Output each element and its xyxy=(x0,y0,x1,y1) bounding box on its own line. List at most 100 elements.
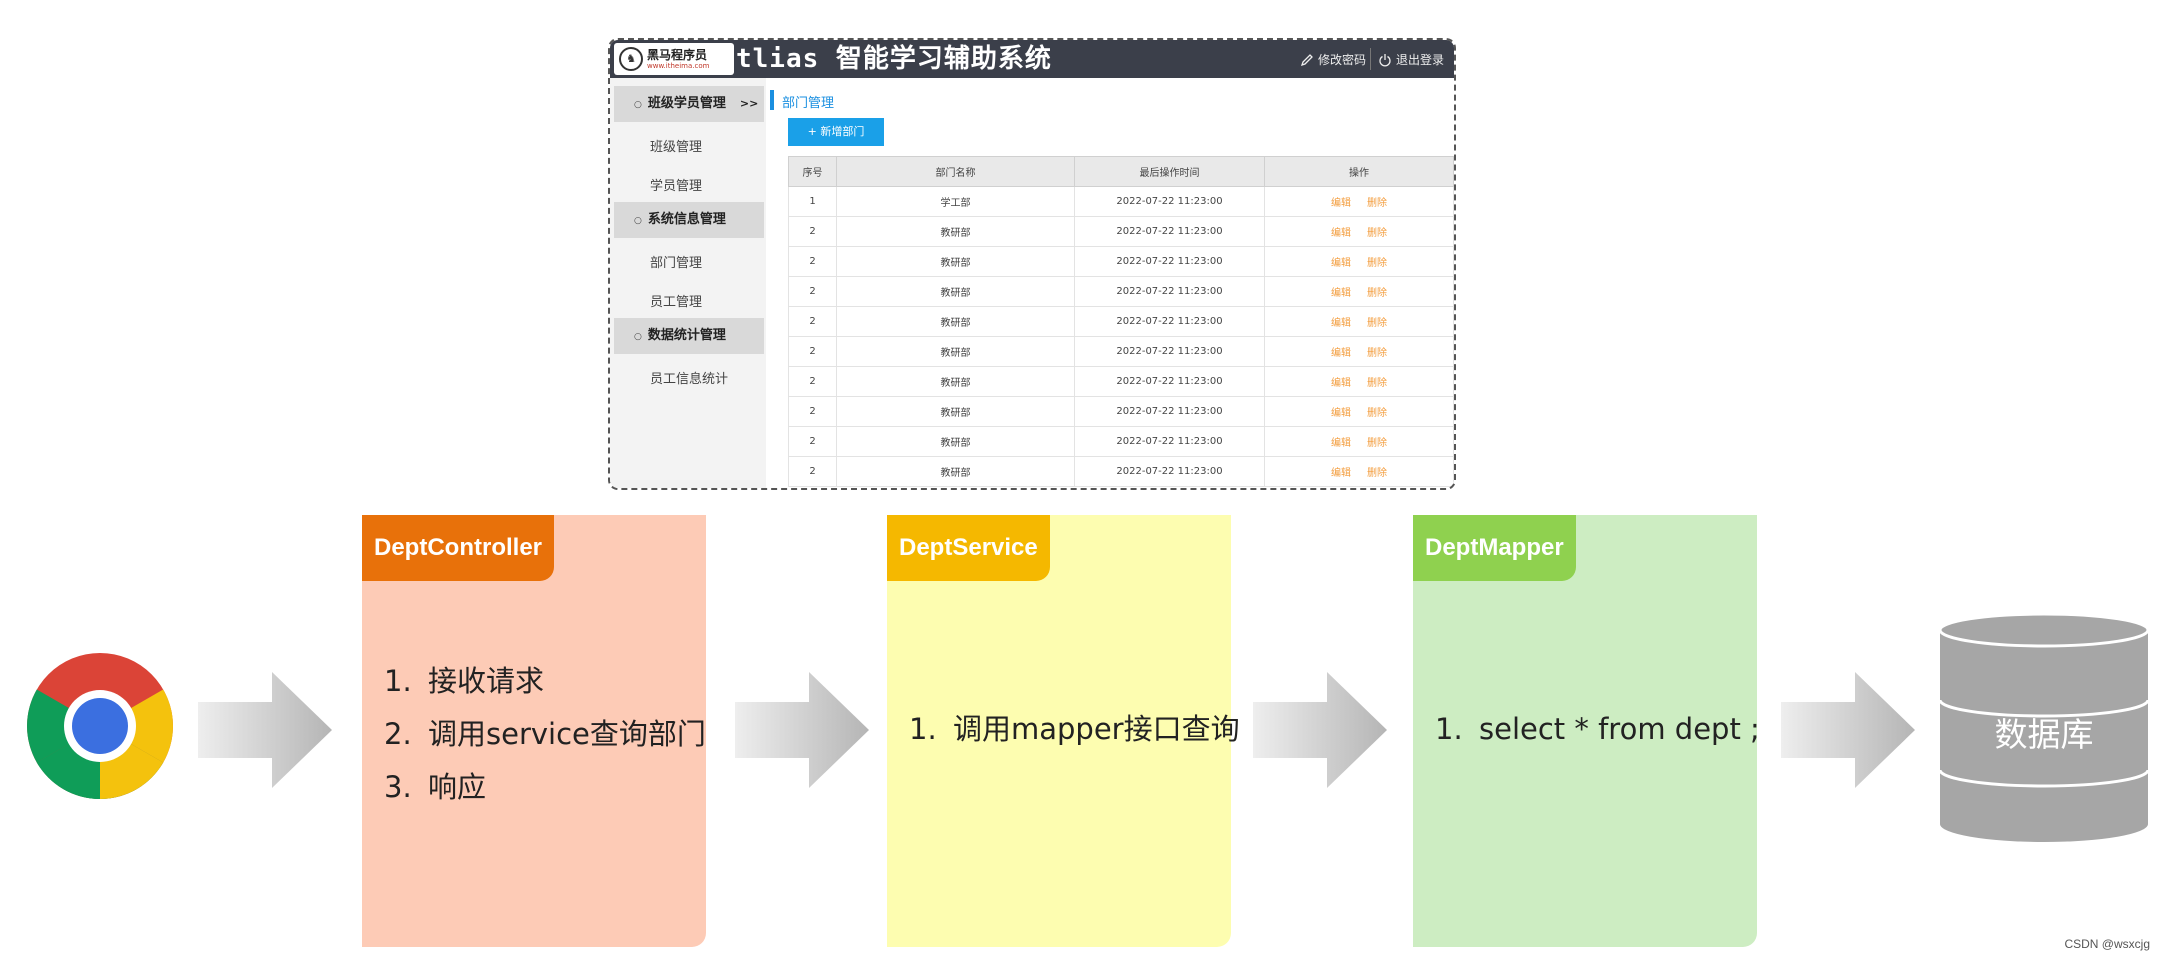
cell-index: 1 xyxy=(788,186,837,217)
cell-dept-name: 教研部 xyxy=(836,456,1075,487)
edit-link[interactable]: 编辑 xyxy=(1331,348,1351,359)
col-header-index: 序号 xyxy=(788,156,837,187)
expand-indicator: >> xyxy=(739,97,759,110)
step-text: select * from dept ; xyxy=(1479,712,1760,746)
logo-horse-icon: ♞ xyxy=(619,47,643,71)
arrow-right-icon xyxy=(198,672,332,788)
edit-link[interactable]: 编辑 xyxy=(1331,198,1351,209)
sidebar-item-class[interactable]: 班级管理 xyxy=(650,140,703,155)
cell-update-time: 2022-07-22 11:23:00 xyxy=(1074,336,1265,367)
delete-link[interactable]: 删除 xyxy=(1367,228,1387,239)
sidebar-group-label: 系统信息管理 xyxy=(647,212,726,227)
logout-link[interactable]: 退出登录 xyxy=(1378,51,1444,68)
cell-update-time: 2022-07-22 11:23:00 xyxy=(1074,456,1265,487)
delete-link[interactable]: 删除 xyxy=(1367,348,1387,359)
sidebar-item-employee[interactable]: 员工管理 xyxy=(650,295,703,310)
step-item: 1.接收请求 xyxy=(384,664,545,698)
change-password-link[interactable]: 修改密码 xyxy=(1300,51,1366,68)
mapper-steps: 1.select * from dept ; xyxy=(1435,703,1760,756)
delete-link[interactable]: 删除 xyxy=(1367,198,1387,209)
sidebar-item-student[interactable]: 学员管理 xyxy=(650,179,703,194)
step-item: 2.调用service查询部门 xyxy=(384,717,706,751)
mapper-title: DeptMapper xyxy=(1413,515,1576,581)
step-text: 接收请求 xyxy=(428,664,545,698)
edit-link[interactable]: 编辑 xyxy=(1331,288,1351,299)
sidebar-item-dept[interactable]: 部门管理 xyxy=(650,256,703,271)
edit-link[interactable]: 编辑 xyxy=(1331,438,1351,449)
cell-update-time: 2022-07-22 11:23:00 xyxy=(1074,306,1265,337)
edit-link[interactable]: 编辑 xyxy=(1331,408,1351,419)
cell-actions: 编辑 删除 xyxy=(1264,306,1454,337)
delete-link[interactable]: 删除 xyxy=(1367,318,1387,329)
sidebar-group-label: 班级学员管理 xyxy=(647,96,726,111)
cell-update-time: 2022-07-22 11:23:00 xyxy=(1074,276,1265,307)
app-sidebar xyxy=(610,78,766,488)
edit-link[interactable]: 编辑 xyxy=(1331,468,1351,479)
delete-link[interactable]: 删除 xyxy=(1367,258,1387,269)
bullet-icon: ○ xyxy=(634,216,642,226)
step-text: 响应 xyxy=(428,770,487,804)
delete-link[interactable]: 删除 xyxy=(1367,438,1387,449)
col-header-time: 最后操作时间 xyxy=(1074,156,1265,187)
logout-label: 退出登录 xyxy=(1396,53,1445,67)
add-dept-button[interactable]: + 新增部门 xyxy=(788,118,884,146)
cell-dept-name: 教研部 xyxy=(836,246,1075,277)
bullet-icon: ○ xyxy=(634,332,642,342)
sidebar-group-class-student[interactable]: ○ 班级学员管理 >> xyxy=(614,86,764,122)
cell-actions: 编辑 删除 xyxy=(1264,336,1454,367)
step-text: 调用mapper接口查询 xyxy=(953,712,1240,746)
cell-index: 2 xyxy=(788,426,837,457)
cell-actions: 编辑 删除 xyxy=(1264,366,1454,397)
edit-link[interactable]: 编辑 xyxy=(1331,318,1351,329)
cell-update-time: 2022-07-22 11:23:00 xyxy=(1074,186,1265,217)
cell-actions: 编辑 删除 xyxy=(1264,456,1454,487)
edit-link[interactable]: 编辑 xyxy=(1331,228,1351,239)
header-divider xyxy=(1370,48,1371,70)
arrow-right-icon xyxy=(1253,672,1387,788)
table-header-row: 序号 部门名称 最后操作时间 操作 xyxy=(788,156,1454,187)
cell-update-time: 2022-07-22 11:23:00 xyxy=(1074,246,1265,277)
service-steps: 1.调用mapper接口查询 xyxy=(909,703,1240,756)
delete-link[interactable]: 删除 xyxy=(1367,378,1387,389)
chrome-browser-icon xyxy=(27,653,173,799)
change-password-label: 修改密码 xyxy=(1318,53,1367,67)
breadcrumb-marker xyxy=(770,90,774,110)
cell-actions: 编辑 删除 xyxy=(1264,426,1454,457)
logo: ♞ 黑马程序员 www.itheima.com xyxy=(614,43,734,75)
edit-link[interactable]: 编辑 xyxy=(1331,258,1351,269)
delete-link[interactable]: 删除 xyxy=(1367,288,1387,299)
cell-index: 2 xyxy=(788,396,837,427)
service-box: DeptService 1.调用mapper接口查询 xyxy=(887,515,1240,947)
cell-dept-name: 教研部 xyxy=(836,336,1075,367)
delete-link[interactable]: 删除 xyxy=(1367,408,1387,419)
cell-update-time: 2022-07-22 11:23:00 xyxy=(1074,396,1265,427)
col-header-name: 部门名称 xyxy=(836,156,1075,187)
power-icon xyxy=(1379,53,1391,66)
sidebar-group-system[interactable]: ○ 系统信息管理 xyxy=(614,202,764,238)
mapper-box: DeptMapper 1.select * from dept ; xyxy=(1413,515,1760,947)
arrow-right-icon xyxy=(1781,672,1915,788)
cell-dept-name: 教研部 xyxy=(836,306,1075,337)
sidebar-group-stats[interactable]: ○数据统计管理 xyxy=(614,318,764,354)
cell-index: 2 xyxy=(788,246,837,277)
logo-name: 黑马程序员 xyxy=(647,48,708,62)
cell-index: 2 xyxy=(788,336,837,367)
col-header-actions: 操作 xyxy=(1264,156,1454,187)
cell-update-time: 2022-07-22 11:23:00 xyxy=(1074,216,1265,247)
cell-dept-name: 教研部 xyxy=(836,276,1075,307)
delete-link[interactable]: 删除 xyxy=(1367,468,1387,479)
sidebar-item-employee-stats[interactable]: 员工信息统计 xyxy=(650,372,729,387)
controller-box: DeptController 1.接收请求 2.调用service查询部门 3.… xyxy=(362,515,706,947)
app-screenshot-mockup: ♞ 黑马程序员 www.itheima.com tlias 智能学习辅助系统 修… xyxy=(608,38,1456,490)
edit-link[interactable]: 编辑 xyxy=(1331,378,1351,389)
bullet-icon: ○ xyxy=(634,100,642,110)
step-item: 1.调用mapper接口查询 xyxy=(909,712,1240,746)
